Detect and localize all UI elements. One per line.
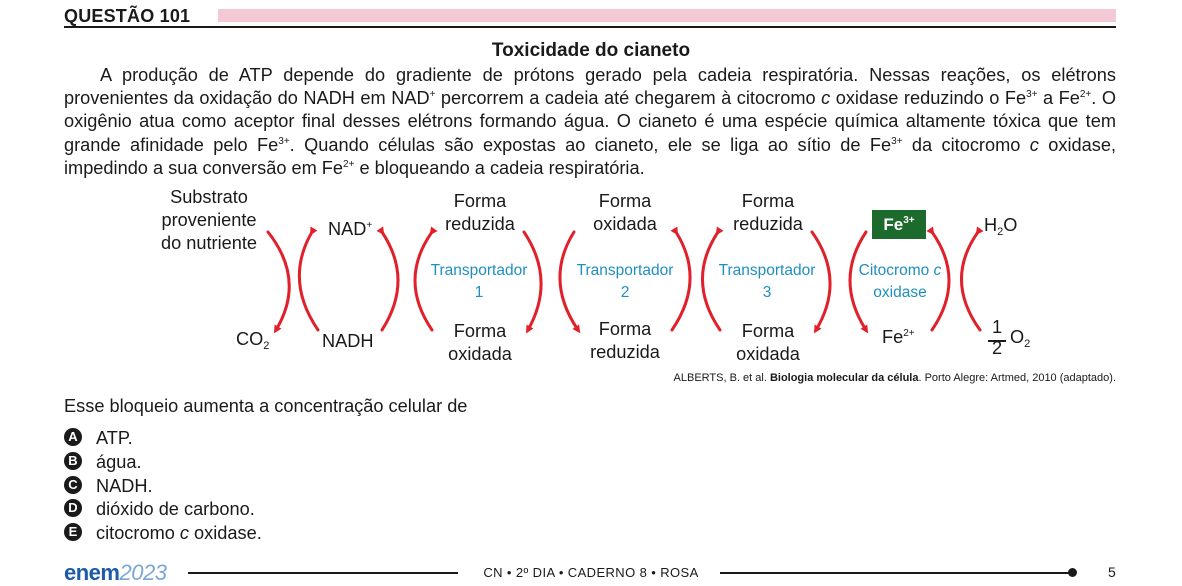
arrow-cyt-to-o2-a	[926, 226, 951, 332]
question-number: QUESTÃO 101	[64, 6, 191, 26]
option-letter-b: B	[64, 452, 82, 471]
arrow-t2-to-t3-b	[701, 226, 724, 332]
footer-dot	[1068, 568, 1077, 577]
fe2-label: Fe2+	[882, 327, 915, 347]
option-letter-d: D	[64, 499, 82, 518]
arrow-t1-to-t2-a	[522, 230, 543, 334]
footer-rule-left	[188, 572, 458, 574]
source-reference: ALBERTS, B. et al. Biologia molecular da…	[673, 372, 1116, 384]
water-label: H2O	[984, 215, 1018, 238]
arrow-t1-reduced	[413, 226, 438, 332]
footer-rule-right	[720, 572, 1070, 574]
arrow-nadh-to-nad	[297, 226, 320, 332]
footer-booklet-info: CN • 2º DIA • CADERNO 8 • ROSA	[483, 565, 699, 580]
arrow-t3-to-cyt-b	[848, 230, 869, 334]
arrow-t1-to-t2-b	[558, 230, 581, 334]
half-o2-label: 1 2 O2	[986, 316, 1046, 360]
option-letter-e: E	[64, 523, 82, 542]
nad-plus-label: NAD+	[328, 219, 373, 239]
question-title: Toxicidade do cianeto	[491, 40, 691, 61]
header-rule	[64, 26, 1116, 28]
fraction-bar	[988, 340, 1006, 342]
option-letter-c: C	[64, 476, 82, 495]
question-stem: Esse bloqueio aumenta a concentração cel…	[64, 396, 468, 416]
substrate-label: Substrato proveniente do nutriente	[160, 187, 258, 253]
option-letter-a: A	[64, 428, 82, 447]
arrow-t3-to-cyt-a	[810, 230, 832, 334]
co2-label: CO2	[236, 329, 270, 352]
arrow-nadh-to-t1	[376, 226, 400, 332]
arrow-cyt-to-o2-b	[960, 226, 984, 332]
header-pink-bar	[218, 9, 1116, 22]
arrow-t2-to-t3-a	[670, 226, 692, 332]
fe3-highlight-box: Fe3+	[872, 210, 926, 239]
question-header: QUESTÃO 101	[64, 5, 1116, 28]
question-text: A produção de ATP depende do gradiente d…	[64, 65, 1116, 178]
page-number: 5	[1108, 564, 1116, 580]
arrow-substrate-to-co2	[266, 230, 291, 334]
nadh-label: NADH	[322, 331, 374, 351]
